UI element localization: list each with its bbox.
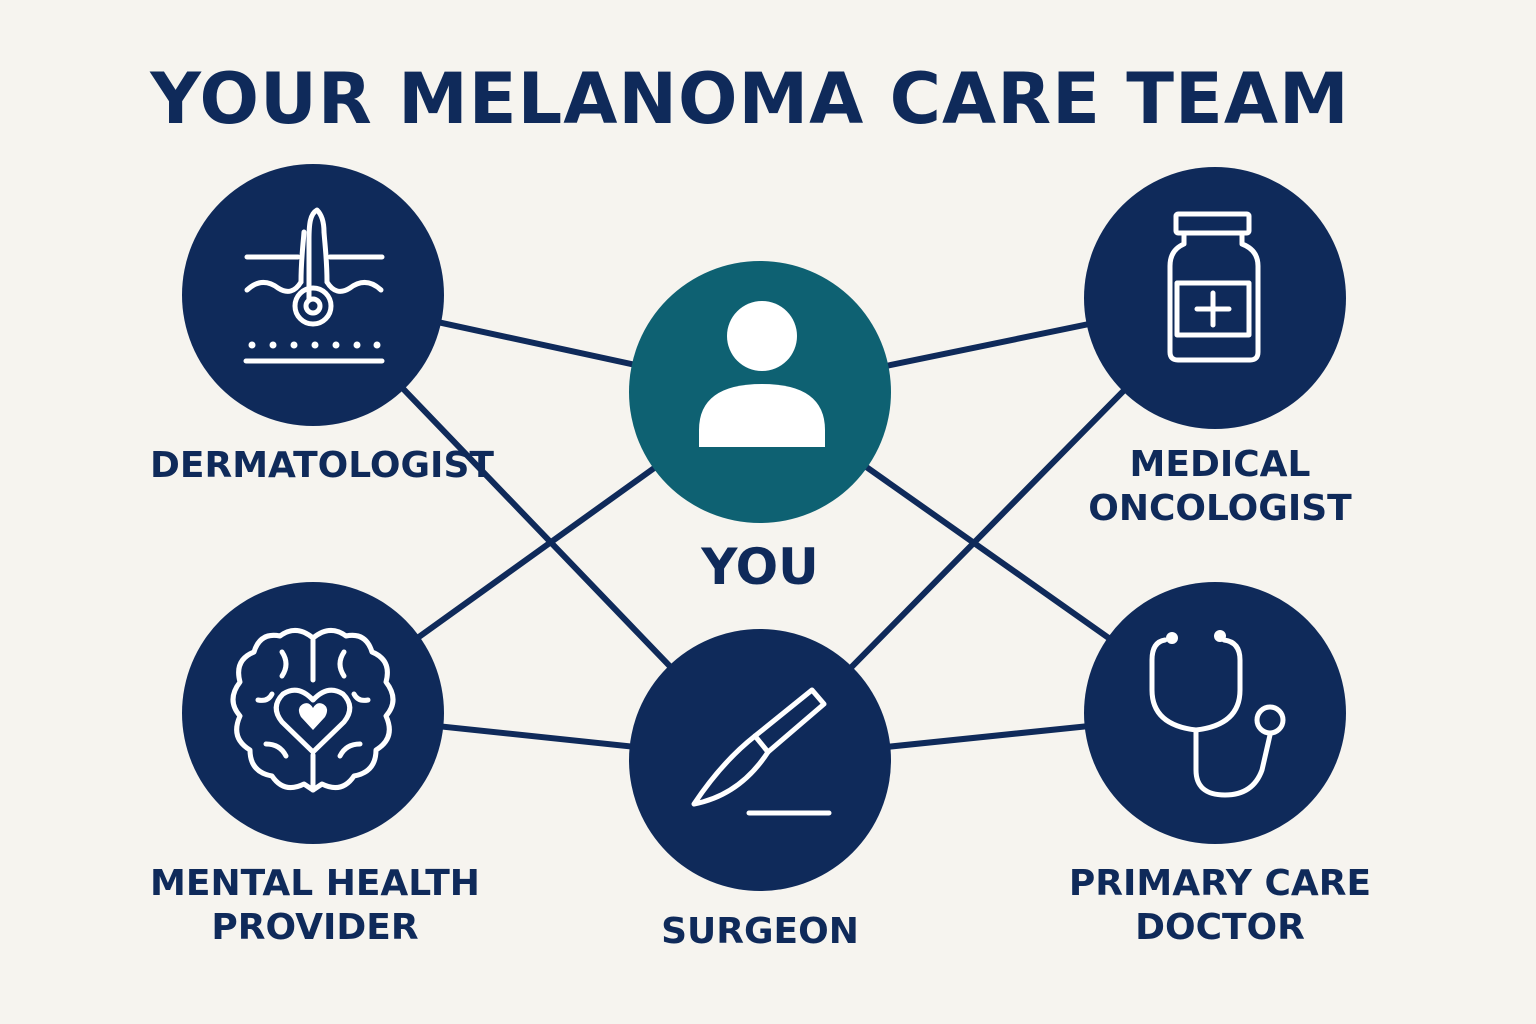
- label-dermatologist: DERMATOLOGIST: [150, 445, 494, 486]
- small-heart-icon: [298, 703, 328, 730]
- medicine-bottle-icon: [1167, 211, 1261, 363]
- label-primary-care-doctor: PRIMARY CARE DOCTOR: [1068, 863, 1372, 948]
- earpiece-tips: [1166, 630, 1226, 644]
- node-primary-care-doctor[interactable]: [1084, 582, 1346, 844]
- node-dermatologist[interactable]: [182, 164, 444, 426]
- label-medical-oncologist: MEDICAL ONCOLOGIST: [1088, 444, 1352, 529]
- label-mental-health-provider: MENTAL HEALTH PROVIDER: [150, 863, 480, 948]
- diagram-title: YOUR MELANOMA CARE TEAM: [150, 58, 1350, 140]
- node-medical-oncologist[interactable]: [1084, 167, 1346, 429]
- scalpel-icon: [691, 687, 832, 816]
- node-surgeon[interactable]: [629, 629, 891, 891]
- skin-hair-follicle-icon: [243, 207, 385, 364]
- stethoscope-icon: [1149, 637, 1286, 798]
- label-you: YOU: [701, 538, 819, 596]
- label-surgeon: SURGEON: [661, 911, 859, 952]
- person-icon: [699, 301, 825, 447]
- skin-dots: [248, 341, 381, 349]
- node-mental-health-provider[interactable]: [182, 582, 444, 844]
- node-you[interactable]: [629, 261, 891, 523]
- brain-heart-icon: [230, 628, 396, 793]
